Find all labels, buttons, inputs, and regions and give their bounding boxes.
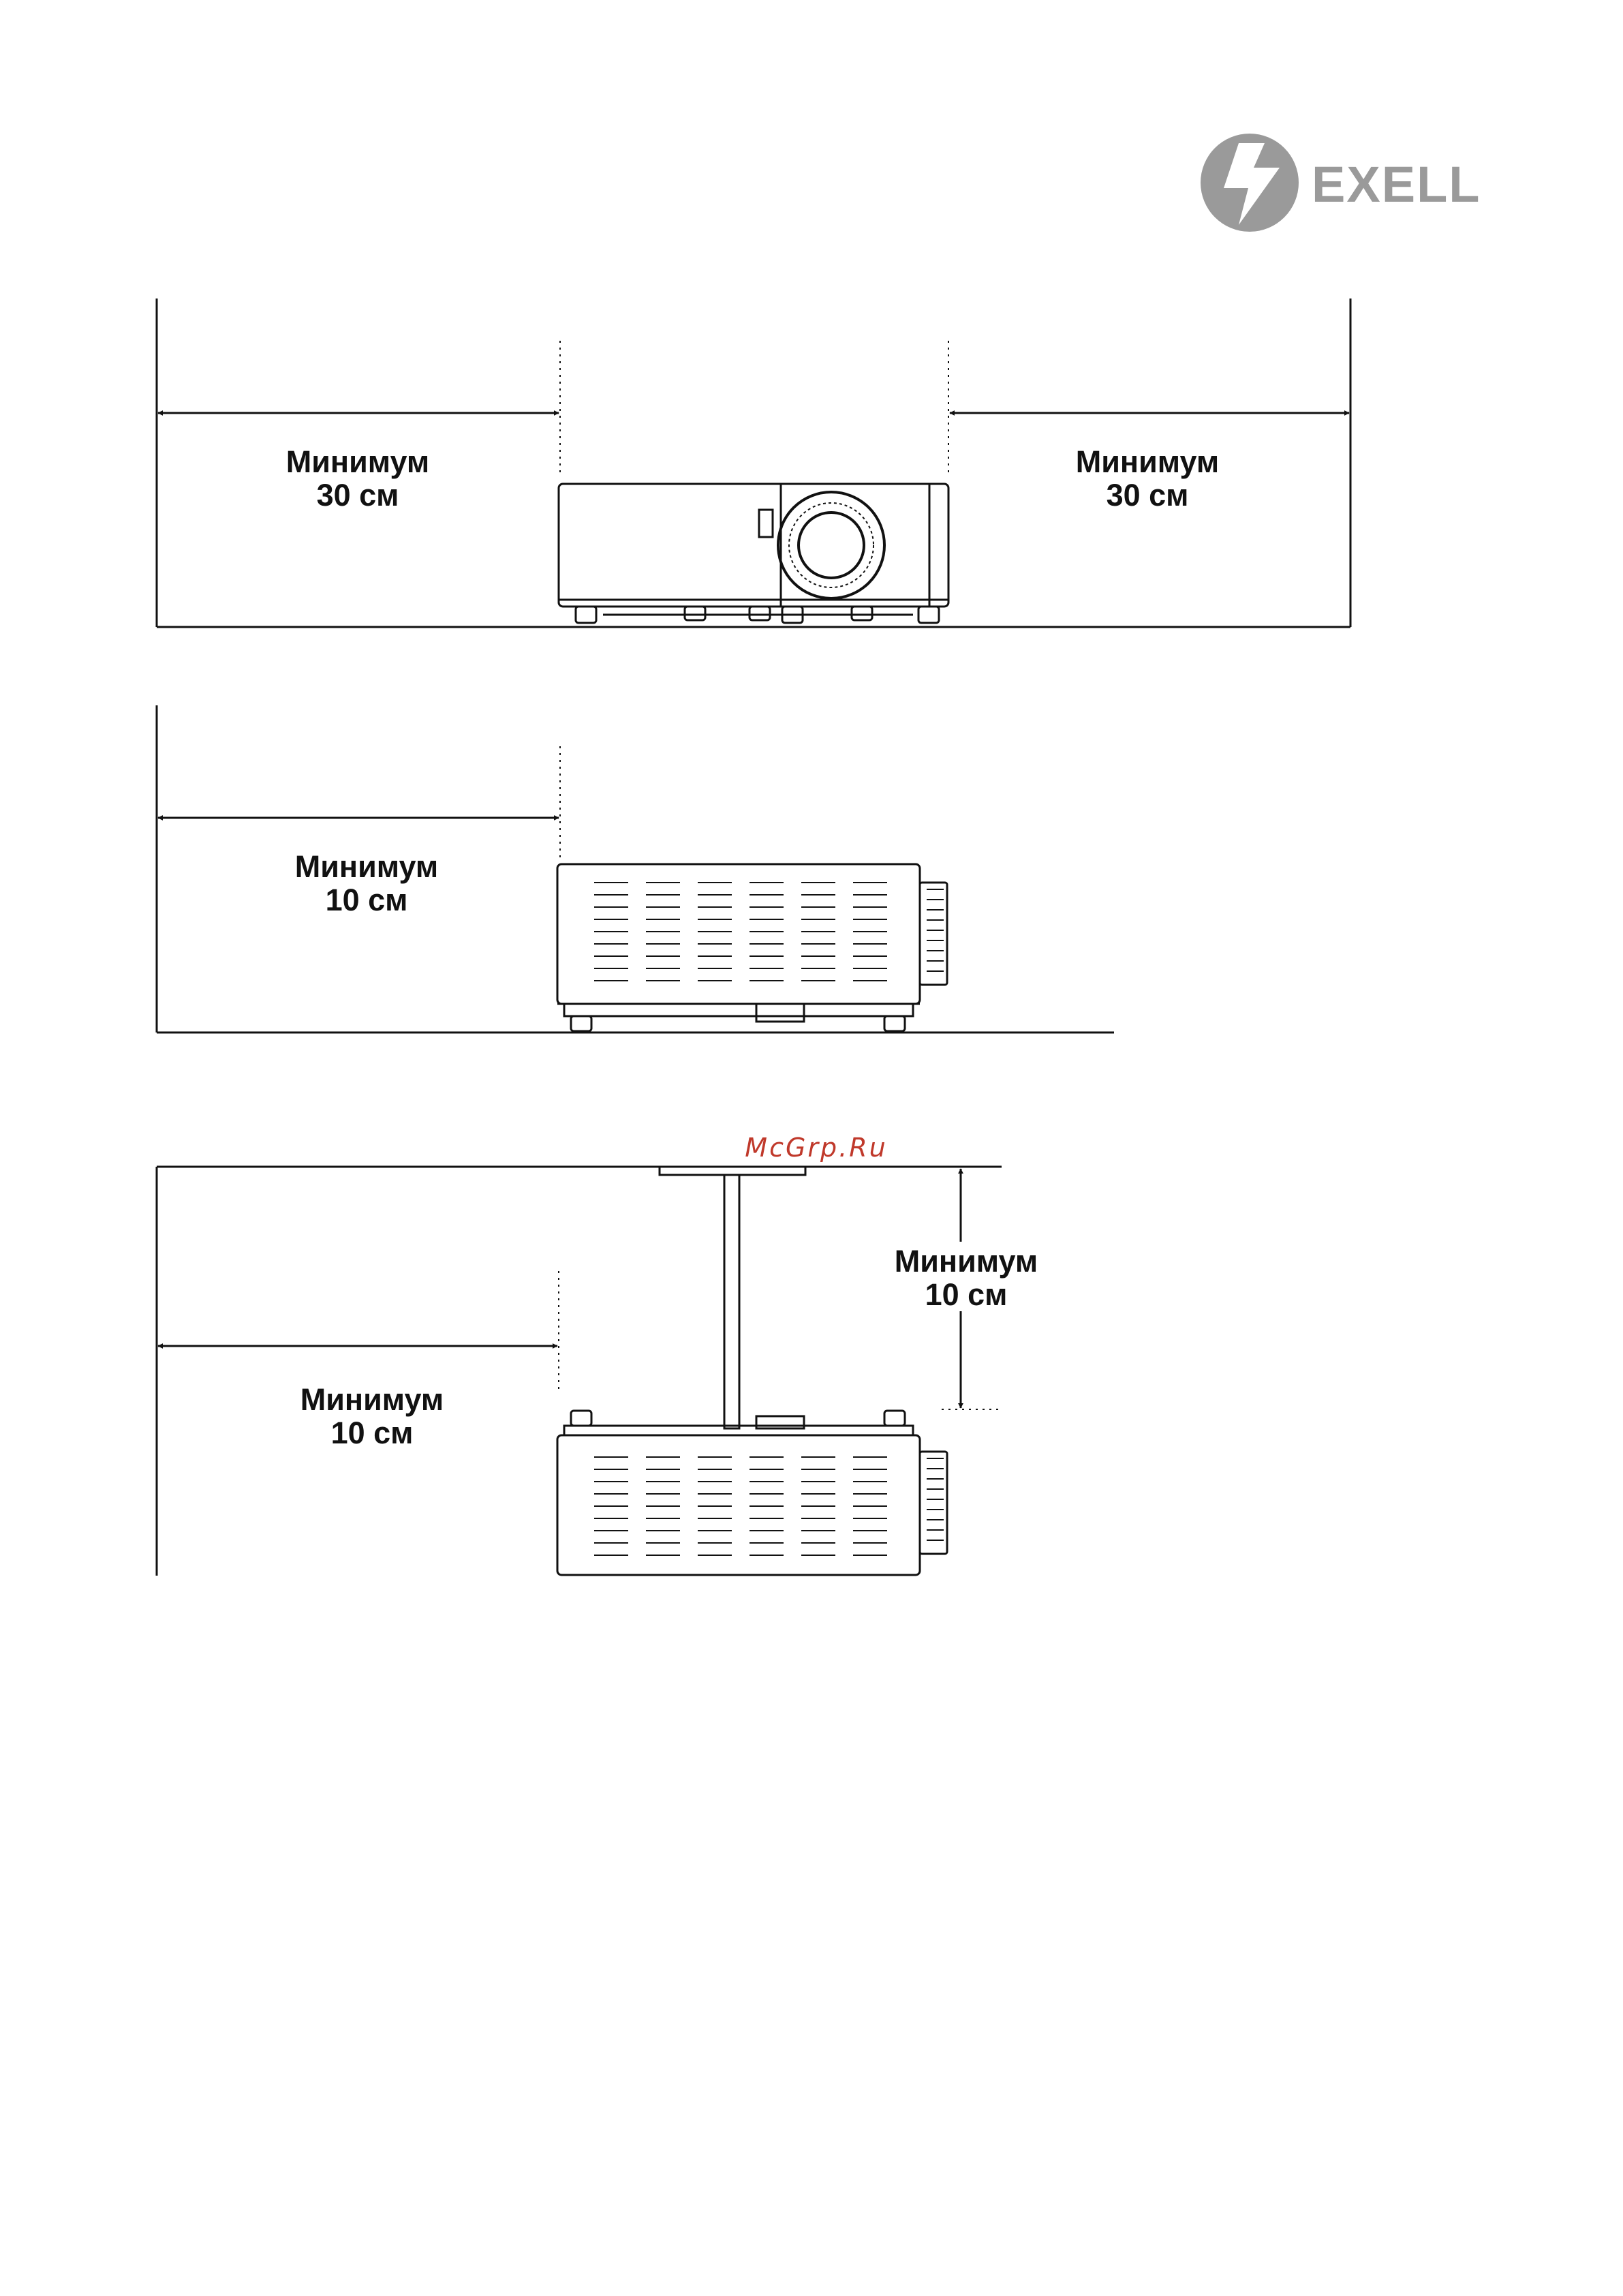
projector-inverted-icon xyxy=(557,1411,947,1575)
projector-front-icon xyxy=(559,484,948,623)
label-rear-line2: 10 см xyxy=(326,883,408,917)
label-left-line1: Минимум xyxy=(286,444,429,479)
label-left-line2: 30 см xyxy=(317,478,399,512)
label-right-line2: 30 см xyxy=(1107,478,1189,512)
diagram-ceiling-mount xyxy=(157,1167,1002,1576)
label-top-line1: Минимум xyxy=(895,1244,1038,1279)
label-right-line1: Минимум xyxy=(1076,444,1219,479)
projector-side-icon xyxy=(557,864,947,1031)
label-rear-line2: 10 см xyxy=(331,1415,414,1450)
label-top-line2: 10 см xyxy=(925,1277,1008,1312)
exell-logo: EXELL xyxy=(1201,134,1481,232)
ceiling-bracket-icon xyxy=(660,1167,805,1428)
label-rear-line1: Минимум xyxy=(295,849,438,884)
watermark-text: McGrp.Ru xyxy=(745,1133,887,1163)
logo-text: EXELL xyxy=(1312,156,1481,213)
label-rear-line1: Минимум xyxy=(300,1382,444,1417)
